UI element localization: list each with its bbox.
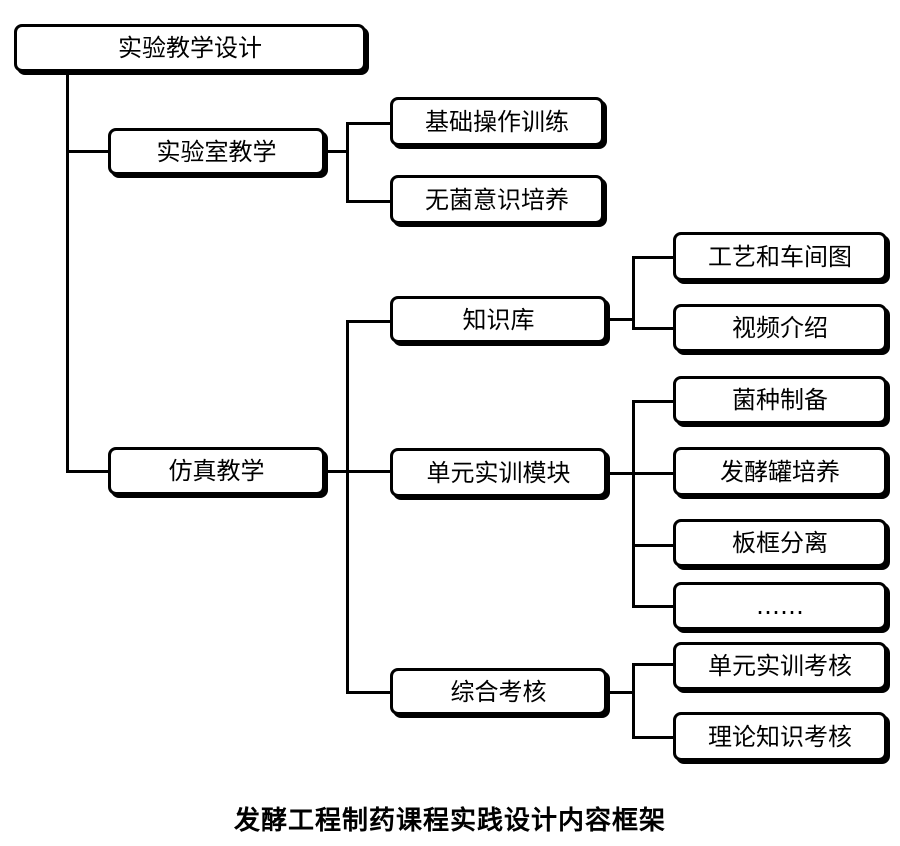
- connector-line: [346, 320, 349, 694]
- connector-line: [66, 72, 69, 472]
- aseptic-awareness-node: 无菌意识培养: [390, 175, 604, 224]
- root-node: 实验教学设计: [14, 24, 366, 72]
- connector-line: [66, 150, 110, 153]
- ellipsis-node: ……: [673, 582, 887, 630]
- comprehensive-assessment-node: 综合考核: [390, 668, 607, 715]
- figure-caption: 发酵工程制药课程实践设计内容框架: [233, 806, 666, 836]
- plate-frame-separation-node: 板框分离: [673, 519, 887, 567]
- connector-line: [632, 400, 674, 403]
- connector-line: [632, 663, 674, 666]
- connector-line: [632, 544, 674, 547]
- connector-line: [632, 327, 674, 330]
- connector-line: [325, 470, 391, 473]
- connector-line: [632, 663, 635, 739]
- connector-line: [325, 150, 347, 153]
- lab-teaching-node: 实验室教学: [108, 128, 325, 175]
- connector-line: [66, 470, 110, 473]
- connector-line: [632, 605, 674, 608]
- connector-line: [632, 400, 635, 608]
- theory-knowledge-assessment-node: 理论知识考核: [673, 712, 887, 761]
- connector-line: [632, 736, 674, 739]
- knowledge-base-node: 知识库: [390, 296, 607, 343]
- unit-training-module-node: 单元实训模块: [390, 448, 607, 497]
- connector-line: [607, 318, 633, 321]
- strain-preparation-node: 菌种制备: [673, 376, 887, 424]
- connector-line: [346, 320, 392, 323]
- video-introduction-node: 视频介绍: [673, 304, 887, 352]
- connector-line: [632, 256, 635, 330]
- connector-line: [346, 691, 392, 694]
- basic-operation-training-node: 基础操作训练: [390, 97, 604, 146]
- connector-line: [632, 472, 674, 475]
- connector-line: [607, 691, 633, 694]
- process-workshop-diagram-node: 工艺和车间图: [673, 232, 887, 281]
- unit-training-assessment-node: 单元实训考核: [673, 642, 887, 690]
- connector-line: [346, 122, 392, 125]
- connector-line: [607, 472, 633, 475]
- connector-line: [632, 256, 674, 259]
- fermenter-culture-node: 发酵罐培养: [673, 447, 887, 496]
- simulation-teaching-node: 仿真教学: [108, 447, 325, 495]
- connector-line: [346, 122, 349, 202]
- connector-line: [346, 200, 392, 203]
